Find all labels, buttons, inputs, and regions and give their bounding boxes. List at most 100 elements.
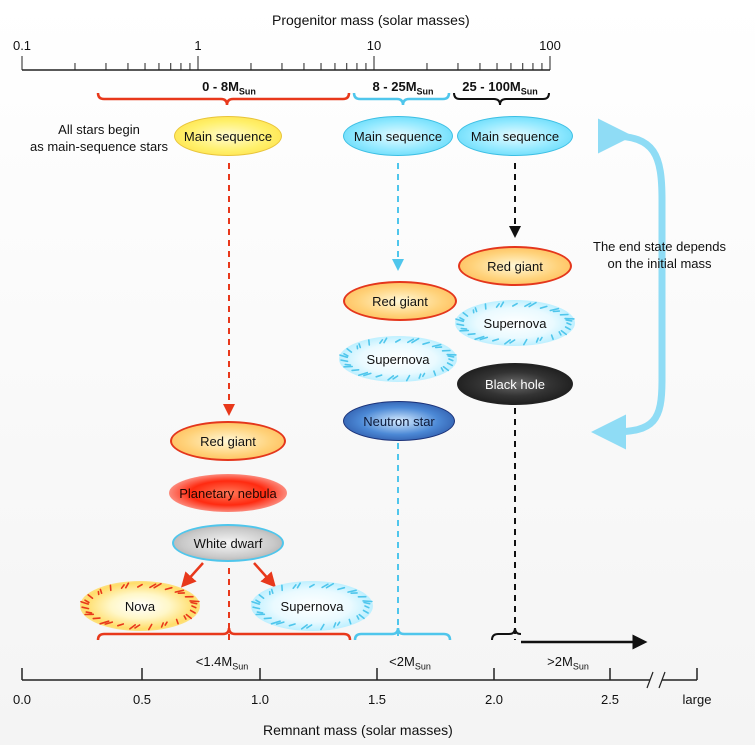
high-remnant-brace	[491, 627, 522, 641]
mid-mass-range-label: 8 - 25MSun	[372, 79, 434, 97]
low-mass-range-label: 0 - 8MSun	[202, 79, 256, 97]
burst-spike	[495, 302, 500, 308]
low-red-giant-star: Red giant	[170, 421, 286, 461]
burst-spike	[447, 355, 455, 358]
burst-spike	[258, 594, 265, 600]
mid-mass-brace	[352, 92, 451, 106]
burst-spike	[535, 337, 539, 343]
burst-spike	[364, 605, 370, 609]
burst-spike	[383, 337, 388, 344]
burst-spike	[446, 362, 453, 367]
top-axis	[21, 56, 551, 71]
burst-spike	[190, 601, 198, 605]
left-note: All stars begin as main-sequence stars	[30, 122, 169, 154]
burst-spike	[392, 375, 399, 380]
burst-spike	[422, 372, 426, 378]
burst-spike	[363, 601, 371, 605]
burst-spike	[296, 582, 302, 589]
top-tick-label: 1	[194, 38, 202, 53]
burst-spike	[456, 323, 465, 327]
low-remnant-brace	[96, 627, 352, 641]
mid-remnant-label: <2MSun	[389, 654, 431, 672]
burst-spike	[367, 339, 371, 346]
burst-spike	[325, 582, 335, 589]
low-supernova-spikes	[251, 582, 373, 631]
high-supernova-spikes	[455, 301, 575, 346]
mid-red-giant-star: Red giant	[343, 281, 457, 321]
burst-spike	[394, 338, 401, 343]
bottom-axis	[21, 668, 698, 689]
burst-spike	[136, 583, 143, 588]
burst-spike	[174, 589, 185, 593]
burst-spike	[358, 613, 365, 620]
burst-spike	[550, 334, 554, 341]
burst-spike	[431, 343, 442, 348]
mid-main-sequence-star: Main sequence	[343, 116, 453, 156]
burst-spike	[189, 609, 196, 614]
burst-spike	[358, 343, 362, 349]
burst-spike	[357, 371, 369, 377]
burst-spike	[255, 599, 261, 604]
burst-spike	[275, 621, 285, 625]
burst-spike	[189, 600, 200, 603]
burst-spike	[288, 623, 296, 627]
burst-spike	[362, 609, 369, 614]
burst-spike	[351, 368, 360, 372]
burst-spike	[164, 586, 173, 591]
burst-spike	[407, 338, 415, 344]
burst-spike	[422, 341, 430, 345]
burst-spike	[379, 338, 384, 344]
burst-spike	[549, 307, 560, 312]
burst-spike	[344, 363, 352, 366]
burst-spike	[99, 588, 103, 594]
burst-spike	[333, 622, 337, 628]
burst-spike	[84, 599, 90, 604]
burst-spike	[256, 611, 264, 614]
burst-spike	[566, 322, 572, 326]
burst-spike	[523, 338, 528, 346]
burst-spike	[92, 617, 101, 620]
burst-spike	[462, 312, 469, 317]
burst-spike	[148, 623, 153, 631]
burst-spike	[347, 589, 357, 593]
burst-spike	[160, 622, 164, 628]
burst-spike	[85, 611, 93, 614]
high-supernova-burst: Supernova	[455, 300, 575, 346]
low-main-sequence-star: Main sequence	[174, 116, 282, 156]
bottom-axis-title: Remnant mass (solar masses)	[263, 722, 453, 738]
burst-spike	[346, 348, 353, 353]
burst-spike	[320, 623, 325, 631]
top-tick-label: 100	[539, 38, 561, 53]
burst-spike	[411, 337, 420, 344]
burst-spike	[120, 584, 125, 589]
black-hole: Black hole	[457, 363, 573, 405]
white-dwarf-star: White dwarf	[172, 524, 284, 562]
burst-spike	[270, 588, 274, 594]
burst-spike	[116, 623, 125, 627]
burst-spike	[433, 370, 437, 377]
burst-spike	[343, 352, 349, 357]
burst-spike	[81, 606, 90, 610]
nova-spikes	[80, 582, 200, 631]
burst-spike	[348, 618, 352, 625]
burst-spike	[504, 339, 512, 345]
burst-spike	[539, 336, 543, 342]
wd-to-supernova-arrow	[253, 562, 277, 588]
bottom-tick-label: 1.0	[250, 692, 270, 707]
burst-spike	[183, 615, 187, 620]
burst-spike	[99, 620, 110, 625]
nova-burst: Nova	[80, 581, 200, 631]
burst-spike	[524, 302, 532, 308]
mid-supernova-burst: Supernova	[339, 336, 457, 382]
burst-spike	[340, 359, 349, 363]
burst-spike	[129, 624, 137, 630]
mid-supernova-spikes	[339, 337, 457, 382]
burst-spike	[387, 375, 395, 381]
burst-spike	[405, 374, 411, 382]
burst-spike	[565, 319, 573, 322]
burst-spike	[459, 316, 465, 321]
burst-spike	[442, 365, 450, 372]
burst-spike	[337, 586, 346, 591]
bottom-tick-label: 1.5	[367, 692, 387, 707]
